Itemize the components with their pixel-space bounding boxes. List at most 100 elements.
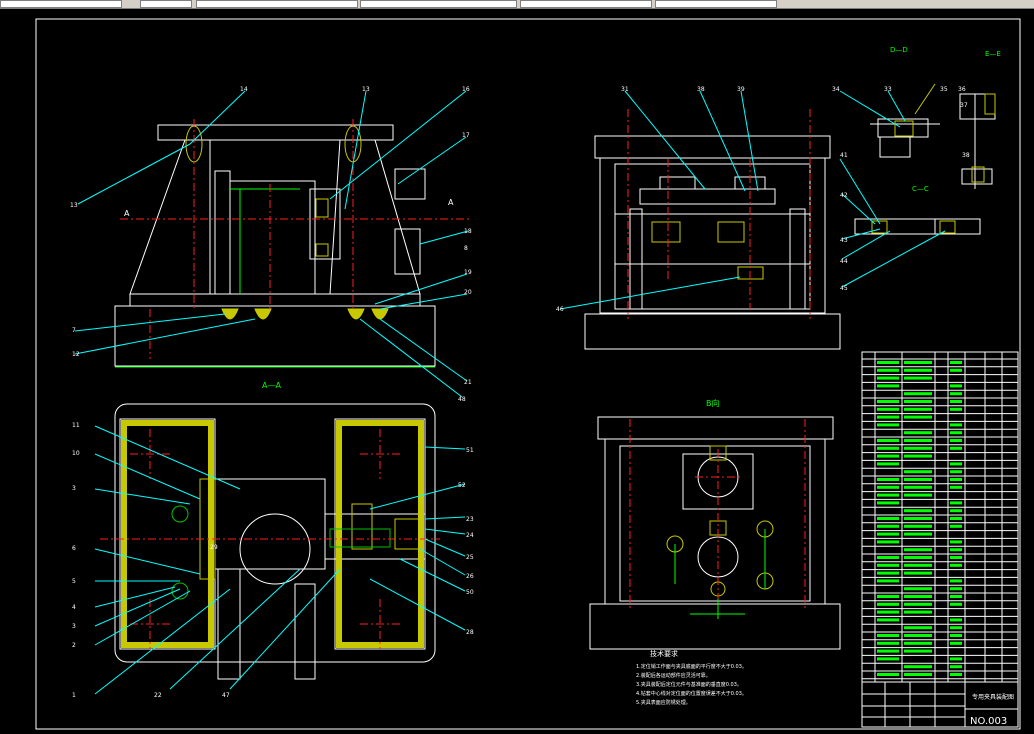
parts-list-cell: [877, 618, 899, 622]
balloon-plan-6: 6: [72, 545, 76, 552]
toolbar-field-4[interactable]: [360, 0, 517, 8]
toolbar-field-5[interactable]: [520, 0, 652, 8]
parts-list-cell: [877, 571, 899, 575]
parts-list-cell: [904, 563, 932, 567]
parts-list-cell: [950, 431, 962, 435]
toolbar-field-3[interactable]: [196, 0, 358, 8]
parts-list-cell: [950, 634, 962, 637]
balloon-plan-11: 11: [72, 422, 80, 429]
parts-list-cell: [904, 368, 932, 372]
parts-list-cell: [877, 462, 899, 466]
parts-list-cell: [877, 641, 899, 645]
balloon-front-13: 13: [362, 86, 370, 93]
front-inner-plate: [229, 180, 316, 295]
parts-list-cell: [904, 361, 932, 364]
plan-hatch: [121, 420, 424, 648]
balloon-front-7: 7: [72, 327, 76, 334]
parts-list-cell: [877, 532, 899, 536]
parts-list-cell: [904, 556, 932, 559]
parts-list-cell: [877, 407, 899, 411]
balloon-detail-37: 37: [960, 102, 968, 109]
balloon-side-38: 38: [697, 86, 705, 93]
parts-list-cell: [950, 400, 962, 403]
balloon-front-17: 17: [462, 132, 470, 139]
parts-list-cell: [904, 485, 932, 489]
balloon-detail-44: 44: [840, 258, 848, 265]
balloon-plan-2: 2: [72, 642, 76, 649]
balloon-front-48: 48: [458, 396, 466, 403]
parts-list-cell: [904, 610, 932, 614]
parts-list-cell: [950, 439, 962, 442]
balloon-plan-3: 3: [72, 485, 76, 492]
balloon-plan-22: 22: [154, 692, 162, 699]
parts-list-cell: [904, 470, 932, 474]
front-side-block: [394, 168, 426, 200]
parts-list-cell: [877, 485, 899, 489]
balloon-plan-52: 52: [458, 482, 466, 489]
front-right-column: [329, 139, 421, 295]
parts-list-cell: [877, 657, 899, 661]
parts-list-cell: [877, 454, 899, 458]
balloon-side-39: 39: [737, 86, 745, 93]
front-side-cylinder: [394, 228, 421, 275]
parts-list-cell: [904, 649, 932, 653]
balloon-detail-35: 35: [940, 86, 948, 93]
parts-list-cell: [877, 439, 899, 442]
balloon-detail-41: 41: [840, 152, 848, 159]
parts-list-cell: [877, 602, 899, 606]
parts-list-cell: [950, 446, 962, 450]
parts-list-cell: [950, 673, 962, 676]
parts-list-cell: [904, 571, 932, 575]
parts-list-cell: [877, 595, 899, 598]
balloon-plan-10: 10: [72, 450, 80, 457]
toolbar-field-6[interactable]: [655, 0, 777, 8]
balloon-front-20: 20: [464, 289, 472, 296]
front-hatched-parts: [185, 125, 389, 320]
parts-list-cell: [904, 548, 932, 552]
cad-drawing-sheet: A—A B向 D—D E—E C—C A A 14131617137121881…: [35, 18, 1021, 730]
parts-list-cell: [877, 446, 899, 450]
parts-list-cell: [904, 602, 932, 606]
toolbar-field-1[interactable]: [0, 0, 122, 8]
parts-list-cell: [950, 641, 962, 645]
parts-list-cell: [904, 400, 932, 403]
parts-list-cell: [904, 446, 932, 450]
parts-list-cell: [877, 517, 899, 520]
parts-list-cell: [950, 470, 962, 474]
balloon-plan-28: 28: [466, 629, 474, 636]
parts-list-cell: [950, 548, 962, 552]
parts-list-cell: [950, 462, 962, 466]
parts-list-cell: [904, 517, 932, 520]
plan-centerlines: [100, 429, 440, 649]
balloon-plan-47: 47: [222, 692, 230, 699]
parts-list-cell: [950, 563, 962, 567]
parts-list-cell: [877, 361, 899, 364]
balloon-plan-51: 51: [466, 447, 474, 454]
parts-list-cell: [950, 368, 962, 372]
parts-list-cell: [904, 634, 932, 637]
tech-notes: 1.定位销工作面与夹具底面的平行度不大于0.03。2.装配后各运动部件应灵活可靠…: [636, 663, 747, 706]
parts-list-cell: [950, 602, 962, 606]
parts-list-cell: [904, 595, 932, 598]
side-centerlines: [627, 109, 811, 319]
parts-list-cell: [950, 556, 962, 559]
tech-notes-title: 技术要求: [650, 649, 678, 658]
balloon-detail-33: 33: [884, 86, 892, 93]
parts-list-cell: [877, 400, 899, 403]
balloon-front-14: 14: [240, 86, 248, 93]
toolbar-field-2[interactable]: [140, 0, 192, 8]
parts-list-cell: [877, 376, 899, 380]
parts-list-cell: [877, 423, 899, 427]
balloon-detail-42: 42: [840, 192, 848, 199]
balloon-plan-23: 23: [466, 516, 474, 523]
balloon-plan-1: 1: [72, 692, 76, 699]
front-leaders: [74, 90, 469, 398]
parts-list-rows: [862, 358, 1018, 680]
parts-list-cell: [877, 610, 899, 614]
balloon-detail-36: 36: [958, 86, 966, 93]
parts-list-cell: [904, 392, 932, 396]
parts-list-cell: [950, 665, 962, 669]
parts-list-cell: [904, 641, 932, 645]
tech-note-line: 5.夹具表面应防锈处理。: [636, 699, 691, 706]
parts-list-cell: [877, 478, 899, 481]
